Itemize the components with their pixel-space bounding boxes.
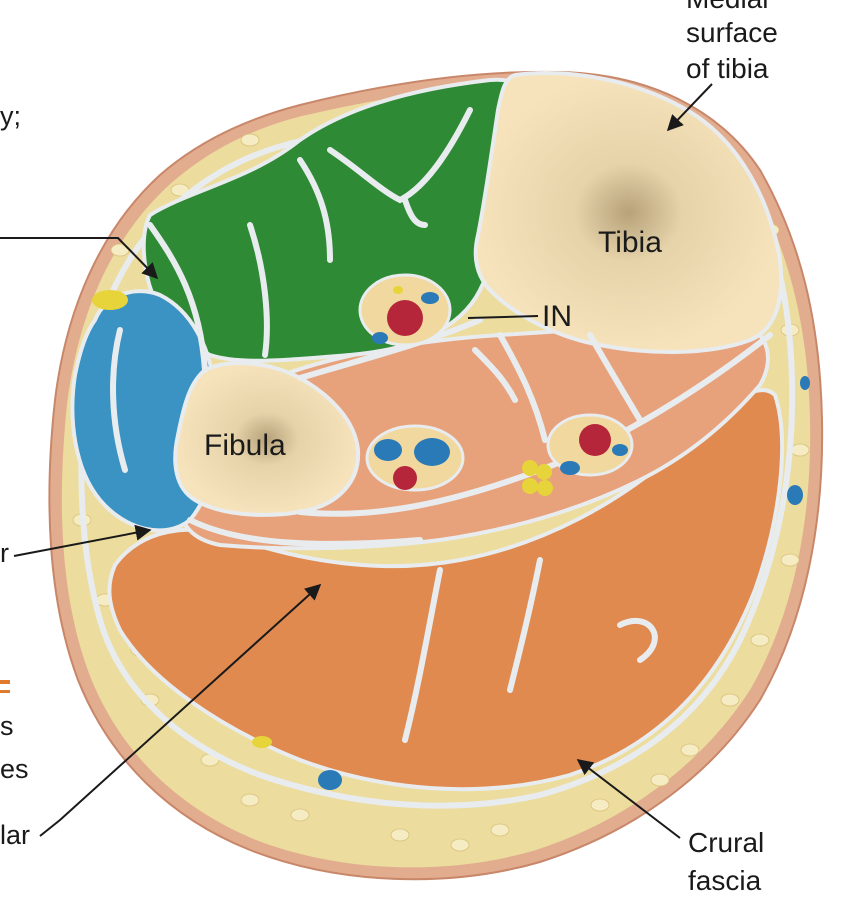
fat-lobule	[590, 798, 610, 812]
tendon-posterior	[617, 617, 658, 663]
anterior-muscle-septum-1	[297, 157, 333, 263]
interosseous-membrane	[297, 317, 483, 381]
tendon-deep	[472, 347, 518, 403]
tendon-anterior	[327, 107, 473, 204]
cut-label-low-2: es	[0, 754, 29, 784]
muscle-septum-3	[402, 567, 443, 743]
cut-label-low-1: s	[0, 711, 14, 741]
leader-anterior-fascia	[0, 237, 159, 280]
subcutaneous-vein-small	[800, 376, 810, 390]
intermuscular-septum-lateral	[147, 222, 208, 373]
intermuscular-septum-posterior	[187, 517, 423, 547]
fat-lobule	[450, 838, 470, 852]
medial-surface-label-line3: of tibia	[686, 53, 769, 84]
leader-transverse-septum	[39, 583, 322, 837]
posterior-tibial-vessels	[546, 413, 634, 477]
fat-lobule	[680, 743, 700, 757]
anterior-neurovascular-bundle	[358, 273, 452, 347]
orange-cut-mark	[0, 680, 10, 684]
fibular-vessels	[365, 424, 465, 492]
fat-lobule	[790, 443, 810, 457]
orange-cut-mark-2	[0, 690, 10, 693]
muscle-septum-1	[587, 332, 643, 423]
crural-fascia-label-line1: Crural	[688, 827, 764, 858]
medial-surface-label-line1: Medial	[686, 0, 768, 14]
great-saphenous-vein	[787, 485, 803, 505]
sural-nerve	[252, 736, 272, 748]
fat-lobule	[750, 633, 770, 647]
fat-lobule	[390, 828, 410, 842]
fat-lobule	[290, 808, 310, 822]
muscle-septum-2	[507, 557, 543, 693]
leader-lateral-fascia	[13, 524, 152, 557]
fat-lobule	[780, 553, 800, 567]
tendon-lateral	[110, 327, 128, 473]
deep-posterior-septum	[497, 332, 548, 443]
fibula-label: Fibula	[204, 429, 286, 462]
tendon-anterior-2	[402, 197, 428, 228]
cut-label-bottom: lar	[0, 820, 30, 850]
fat-lobule	[240, 793, 260, 807]
superficial-fibular-nerve	[92, 290, 128, 310]
fat-lobule	[490, 823, 510, 837]
fat-lobule	[720, 693, 740, 707]
fat-lobule	[650, 773, 670, 787]
anterior-muscle-septum-2	[247, 222, 270, 358]
leader-crural-fascia	[576, 759, 681, 839]
crural-fascia-label-line2: fascia	[688, 865, 762, 896]
cut-label-mid: r	[0, 538, 9, 568]
leader-medial-surface	[666, 83, 713, 132]
tibia-label: Tibia	[598, 226, 662, 259]
tibial-nerve	[522, 460, 553, 496]
cut-label-top: y;	[0, 101, 21, 131]
small-saphenous-vein	[318, 770, 342, 790]
tibia-bone	[473, 71, 784, 354]
fat-lobule	[240, 133, 260, 147]
in-label: IN	[542, 300, 572, 333]
leader-in	[467, 315, 539, 319]
medial-surface-label-line2: surface	[686, 17, 778, 48]
